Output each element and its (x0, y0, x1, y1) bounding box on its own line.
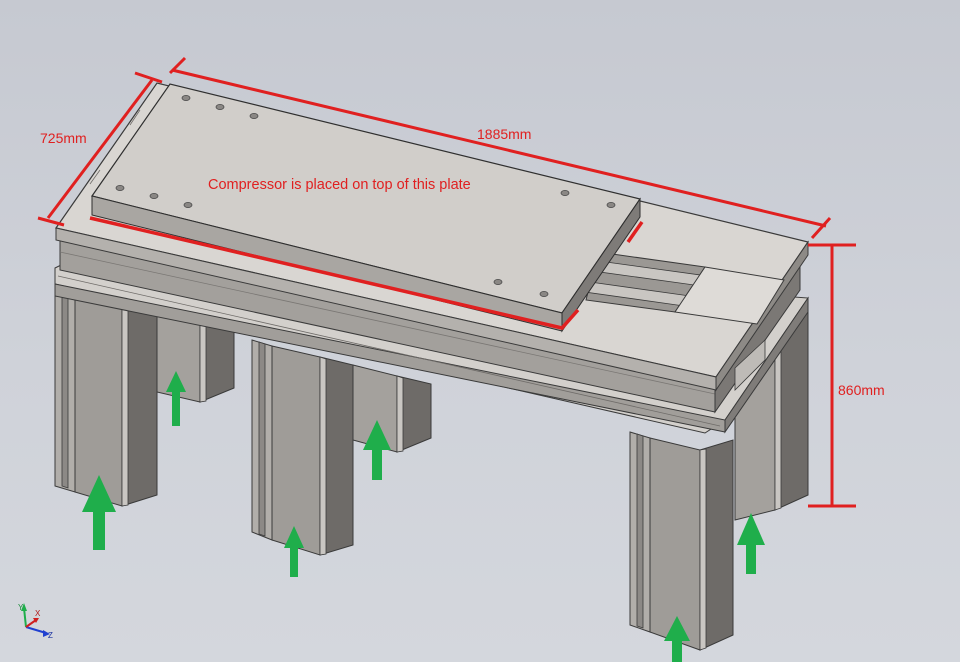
steel-column-front-right[interactable] (629, 431, 734, 651)
steel-column-rear-middle[interactable] (352, 364, 432, 453)
axis-y-label: Y (18, 603, 24, 612)
dimension-height (808, 243, 856, 508)
steel-column-front-middle[interactable] (251, 339, 354, 556)
steel-column-front-left[interactable] (54, 287, 158, 507)
compressor-annotation: Compressor is placed on top of this plat… (208, 177, 471, 193)
reaction-arrow-rear-left (166, 371, 186, 426)
compressor-plate-highlight (89, 216, 644, 330)
reaction-arrow-front-right (664, 616, 690, 662)
axis-triad[interactable]: Y X Z (18, 603, 53, 640)
compressor-mounting-plate[interactable] (91, 83, 641, 333)
dimension-length-label: 1885mm (477, 126, 531, 142)
dimension-width-label: 725mm (40, 130, 87, 146)
axis-x-label: X (35, 609, 41, 618)
reaction-arrow-front-middle (284, 526, 304, 577)
dimension-width (37, 71, 163, 227)
dimension-length (168, 56, 832, 240)
reaction-arrow-front-left (82, 475, 116, 550)
dimension-height-label: 860mm (838, 382, 885, 398)
steel-column-rear-right[interactable] (734, 309, 809, 521)
reaction-arrow-rear-middle (363, 420, 391, 480)
reaction-arrow-rear-right (737, 513, 765, 574)
mounting-holes (115, 95, 616, 297)
axis-z-label: Z (48, 631, 53, 640)
